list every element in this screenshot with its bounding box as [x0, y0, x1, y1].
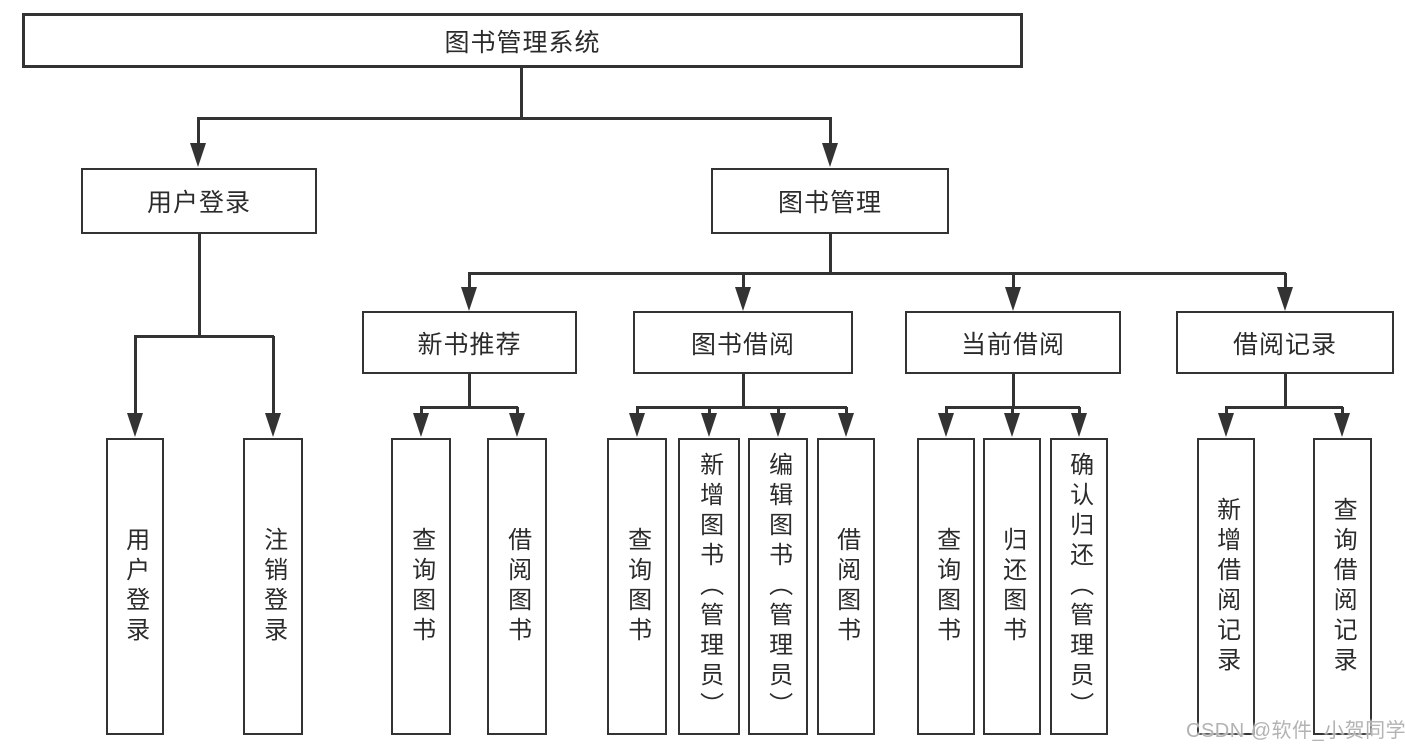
- connector-leaf: [1078, 407, 1081, 417]
- leaf-query-books-borrow: 查询图书: [607, 438, 667, 735]
- leaf-return-books: 归还图书: [983, 438, 1041, 735]
- arrowhead-icon: [1218, 413, 1234, 437]
- connector-root-stem: [520, 68, 523, 118]
- node-label: 用户登录: [146, 189, 251, 217]
- connector-to-leaf-user-login: [134, 336, 137, 414]
- connector-to-leaf-logout: [272, 336, 275, 414]
- leaf-label: 借阅图书: [832, 526, 860, 647]
- arrowhead-icon: [822, 143, 838, 167]
- leaf-label: 注销登录: [259, 526, 287, 647]
- arrowhead-icon: [1071, 413, 1087, 437]
- arrowhead-icon: [838, 413, 854, 437]
- arrowhead-icon: [735, 287, 751, 311]
- connector-level3-rail: [468, 272, 1286, 275]
- node-label: 新书推荐: [417, 330, 522, 359]
- arrowhead-icon: [509, 413, 525, 437]
- node-current-borrowing: 当前借阅: [905, 311, 1121, 374]
- leaf-label: 归还图书: [998, 526, 1026, 647]
- connector-borrowing-rail: [636, 406, 847, 409]
- arrowhead-icon: [461, 287, 477, 311]
- connector-to-records: [1284, 273, 1287, 289]
- leaf-label: 查询图书: [407, 526, 435, 647]
- connector-leaf: [777, 407, 780, 417]
- connector-login-stem: [198, 234, 201, 336]
- arrowhead-icon: [413, 413, 429, 437]
- node-label: 当前借阅: [960, 330, 1065, 359]
- leaf-label: 用户登录: [121, 526, 149, 647]
- node-borrowing-records: 借阅记录: [1176, 311, 1394, 374]
- arrowhead-icon: [701, 413, 717, 437]
- node-label: 借阅记录: [1232, 330, 1337, 359]
- arrowhead-icon: [629, 413, 645, 437]
- leaf-user-login: 用户登录: [106, 438, 164, 735]
- arrowhead-icon: [1004, 413, 1020, 437]
- leaf-label: 查询图书: [932, 526, 960, 647]
- arrowhead-icon: [190, 143, 206, 167]
- leaf-label: 借阅图书: [503, 526, 531, 647]
- connector-to-user-login: [197, 118, 200, 146]
- leaf-label: 新增图书（管理员）: [695, 451, 723, 722]
- node-book-borrowing: 图书借阅: [633, 311, 853, 374]
- connector-leaf: [516, 407, 519, 417]
- connector-current-stem: [1012, 374, 1015, 408]
- connector-leaf: [1341, 407, 1344, 417]
- arrowhead-icon: [1277, 287, 1293, 311]
- arrowhead-icon: [265, 413, 281, 437]
- leaf-label: 新增借阅记录: [1212, 496, 1240, 677]
- arrowhead-icon: [1005, 287, 1021, 311]
- leaf-borrow-books-borrow: 借阅图书: [817, 438, 875, 735]
- leaf-edit-books-admin: 编辑图书（管理员）: [748, 438, 808, 735]
- arrowhead-icon: [127, 413, 143, 437]
- node-new-book-recommendation: 新书推荐: [362, 311, 577, 374]
- leaf-add-books-admin: 新增图书（管理员）: [678, 438, 740, 735]
- arrowhead-icon: [938, 413, 954, 437]
- node-user-login: 用户登录: [81, 168, 317, 234]
- csdn-watermark: CSDN @软件_小贺同学: [1186, 720, 1405, 742]
- connector-to-borrowing: [742, 273, 745, 289]
- connector-leaf: [636, 407, 639, 417]
- node-label: 图书借阅: [690, 330, 795, 359]
- node-book-management: 图书管理: [711, 168, 949, 234]
- leaf-add-borrow-record: 新增借阅记录: [1197, 438, 1255, 735]
- arrowhead-icon: [1334, 413, 1350, 437]
- node-label: 图书管理: [777, 189, 882, 217]
- leaf-logout: 注销登录: [243, 438, 303, 735]
- connector-leaf: [708, 407, 711, 417]
- leaf-label: 编辑图书（管理员）: [764, 451, 792, 722]
- leaf-query-books-recommend: 查询图书: [391, 438, 451, 735]
- leaf-label: 确认归还（管理员）: [1065, 451, 1093, 722]
- connector-leaf: [420, 407, 423, 417]
- node-library-management-system: 图书管理系统: [22, 13, 1023, 68]
- connector-leaf: [945, 407, 948, 417]
- connector-to-current: [1012, 273, 1015, 289]
- connector-records-stem: [1284, 374, 1287, 408]
- leaf-query-borrow-record: 查询借阅记录: [1313, 438, 1372, 735]
- connector-leaf: [845, 407, 848, 417]
- connector-recommend-stem: [468, 374, 471, 408]
- connector-records-rail: [1225, 406, 1343, 409]
- leaf-confirm-return-admin: 确认归还（管理员）: [1050, 438, 1108, 735]
- connector-login-rail: [134, 335, 274, 338]
- leaf-query-books-current: 查询图书: [917, 438, 975, 735]
- leaf-label: 查询借阅记录: [1329, 496, 1357, 677]
- connector-mgmt-stem: [829, 234, 832, 274]
- connector-leaf: [1225, 407, 1228, 417]
- connector-level2-rail: [197, 117, 832, 120]
- leaf-label: 查询图书: [623, 526, 651, 647]
- connector-leaf: [1011, 407, 1014, 417]
- arrowhead-icon: [770, 413, 786, 437]
- connector-borrowing-stem: [742, 374, 745, 408]
- leaf-borrow-books-recommend: 借阅图书: [487, 438, 547, 735]
- connector-to-recommend: [468, 273, 471, 289]
- connector-recommend-rail: [420, 406, 518, 409]
- connector-to-book-management: [829, 118, 832, 146]
- node-label: 图书管理系统: [444, 28, 601, 57]
